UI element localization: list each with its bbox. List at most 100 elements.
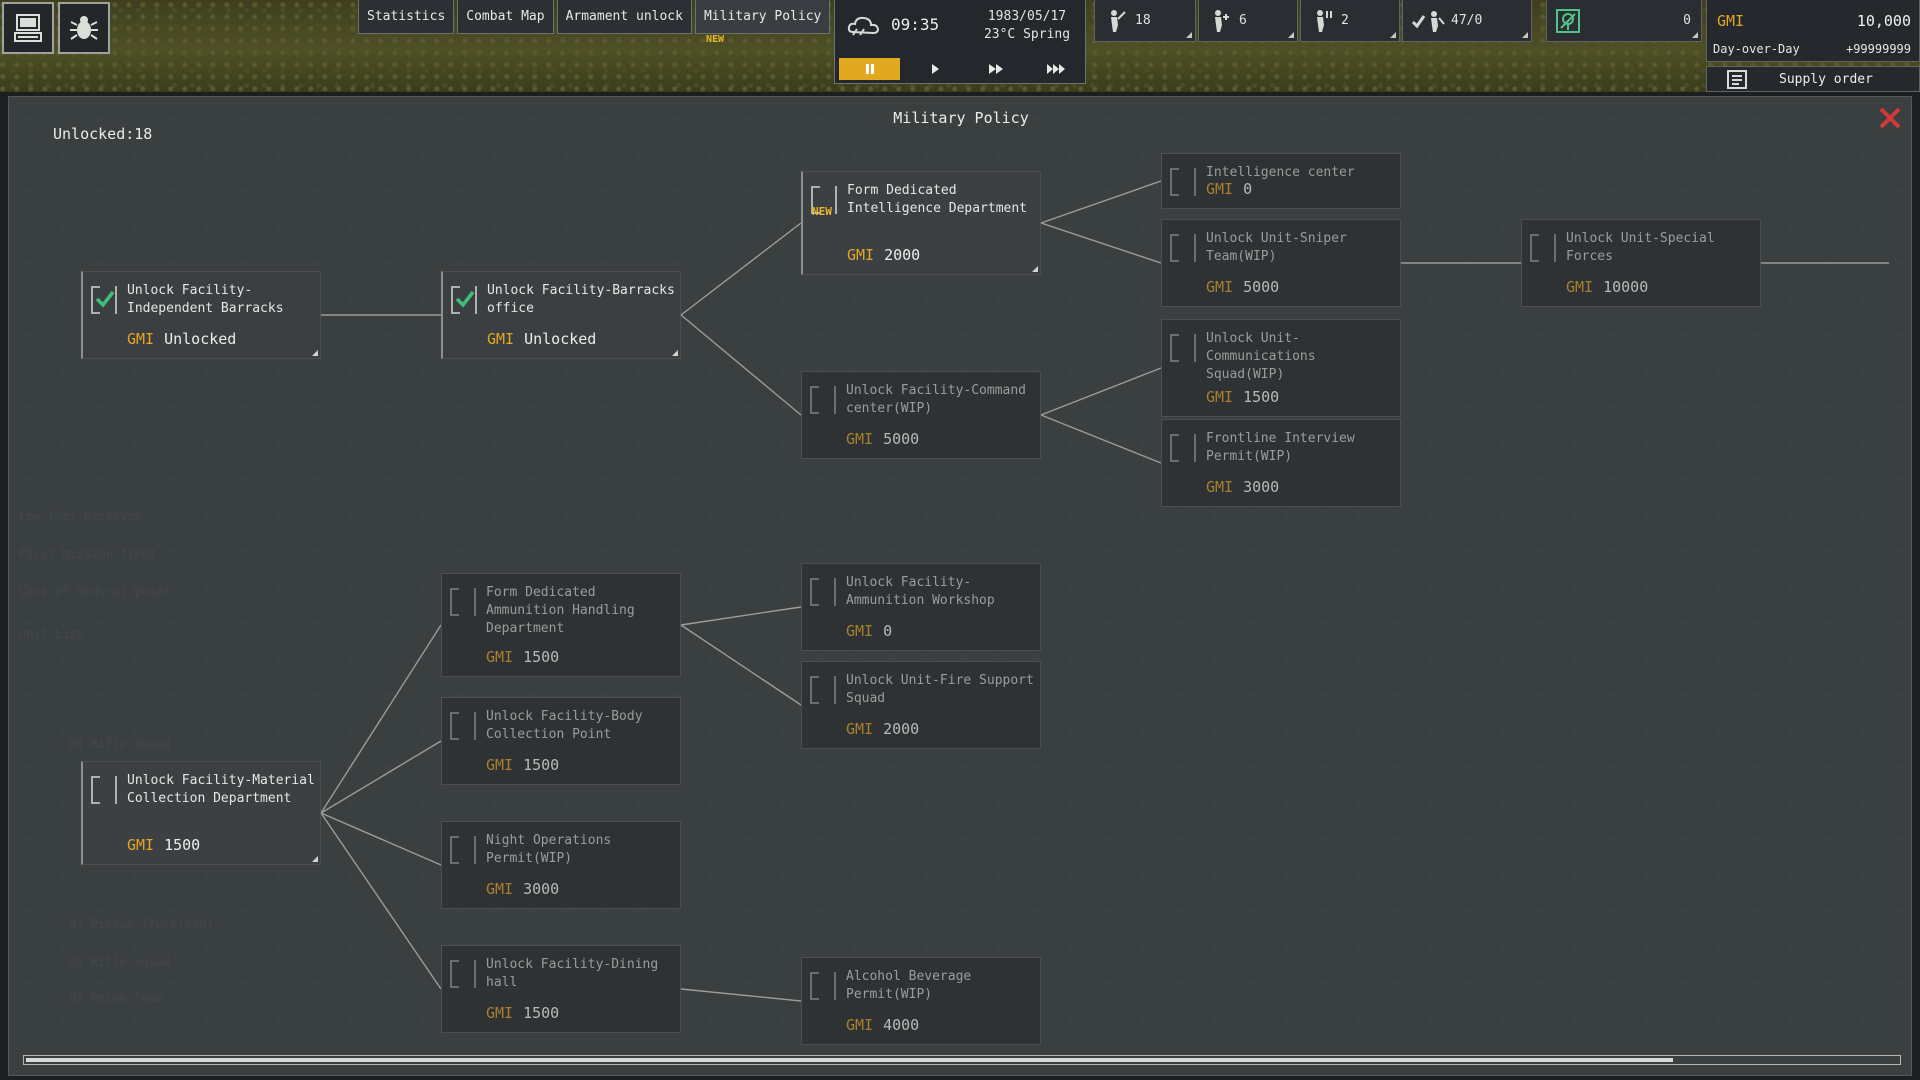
ghost-text: Unit List (19, 627, 84, 641)
policy-node[interactable]: Unlock Unit-Fire Support SquadGMI2000 (801, 661, 1041, 749)
checkbox-empty-icon (1530, 234, 1556, 262)
corner-indicator-icon (672, 350, 678, 356)
checkbox-empty-icon (810, 676, 836, 704)
policy-node[interactable]: Unlock Facility-Ammunition WorkshopGMI0 (801, 563, 1041, 651)
cost-value: 10000 (1603, 278, 1648, 296)
checkbox-empty-icon (450, 960, 476, 988)
military-policy-panel: Low fuel Reserves First mission fleet La… (8, 96, 1912, 1076)
policy-node[interactable]: Unlock Unit-Sniper Team(WIP)GMI5000 (1161, 219, 1401, 307)
policy-cost: GMI1500 (486, 1004, 559, 1022)
ghost-text: 01 Pickup Truck(Std) (69, 917, 214, 931)
policy-title: Form Dedicated Ammunition Handling Depar… (486, 584, 674, 638)
policy-cost: GMI1500 (127, 836, 200, 854)
cost-currency: GMI (486, 756, 513, 774)
policy-node[interactable]: Unlock Facility-Material Collection Depa… (81, 761, 321, 865)
tab-military-policy[interactable]: Military PolicyNEW (695, 0, 830, 34)
cost-value: 2000 (884, 246, 920, 264)
speed-controls (835, 56, 1087, 82)
policy-node[interactable]: Unlock Unit-Special ForcesGMI10000 (1521, 219, 1761, 307)
wounded-count[interactable]: 6 (1198, 0, 1298, 42)
policy-cost: GMI3000 (486, 880, 559, 898)
policy-node[interactable]: Unlock Facility-Command center(WIP) GMI 50… (801, 371, 1041, 459)
soldier-count[interactable]: 18 (1094, 0, 1196, 42)
policy-node[interactable]: Night Operations Permit(WIP)GMI3000 (441, 821, 681, 909)
map-marker-icon (1555, 8, 1581, 34)
weather-text: 23°C Spring (977, 26, 1077, 44)
policy-title: Unlock Facility-Ammunition Workshop (846, 574, 1034, 610)
policy-title: Frontline Interview Permit(WIP) (1206, 430, 1394, 466)
wounded-count-value: 6 (1239, 13, 1247, 28)
corner-indicator-icon (312, 350, 318, 356)
pause-button[interactable] (839, 58, 900, 80)
ghost-text: 01 Recon Team (69, 991, 163, 1005)
cost-value: 5000 (1243, 278, 1279, 296)
cost-currency: GMI (1206, 478, 1233, 496)
tab-statistics[interactable]: Statistics (358, 0, 454, 34)
new-badge: NEW (812, 205, 832, 218)
clipboard-icon (1725, 69, 1749, 89)
fast-forward-button[interactable] (965, 56, 1026, 82)
policy-title: Unlock Facility-Command center(WIP) (846, 382, 1034, 418)
cost-currency: GMI (846, 1016, 873, 1034)
cost-currency: GMI (1206, 388, 1233, 406)
map-marker-value: 0 (1683, 13, 1691, 28)
squad-count[interactable]: 2 (1300, 0, 1400, 42)
ghost-text: Low fuel Reserves (19, 509, 142, 523)
fastest-forward-button[interactable] (1026, 56, 1087, 82)
policy-cost: GMI1500 (1206, 388, 1279, 406)
cost-currency: GMI (487, 330, 514, 348)
policy-node[interactable]: NEWForm Dedicated Intelligence Departmen… (801, 171, 1041, 275)
policy-node[interactable]: Unlock Facility-Barracks officeGMIUnlock… (441, 271, 681, 359)
ghost-text: 01 Rifle Squad (69, 737, 170, 751)
map-marker-count[interactable]: 0 (1546, 0, 1702, 42)
bug-report-icon[interactable] (58, 2, 110, 54)
computer-terminal-icon[interactable] (2, 2, 54, 54)
cost-value: 3000 (523, 880, 559, 898)
close-icon (1877, 105, 1903, 131)
cost-value: 1500 (523, 648, 559, 666)
pause-icon (864, 63, 876, 75)
policy-title: Unlock Unit-Fire Support Squad (846, 672, 1034, 708)
close-button[interactable] (1877, 105, 1903, 131)
cost-currency: GMI (127, 330, 154, 348)
tab-combat-map[interactable]: Combat Map (457, 0, 553, 34)
policy-cost: GMI2000 (846, 720, 919, 738)
policy-node[interactable]: Unlock Facility-Dining hallGMI1500 (441, 945, 681, 1033)
policy-node[interactable]: Unlock Facility-Independent BarracksGMIU… (81, 271, 321, 359)
policy-node[interactable]: Alcohol Beverage Permit(WIP)GMI4000 (801, 957, 1041, 1045)
currency-panel: GMI 10,000 Day-over-Day +99999999 (1706, 0, 1920, 62)
scrollbar-thumb[interactable] (26, 1058, 1673, 1062)
ghost-text: 01 Rifle Squad (69, 955, 170, 969)
cost-currency: GMI (846, 720, 873, 738)
personnel-count[interactable]: 47/0 (1402, 0, 1532, 42)
policy-node[interactable]: Intelligence centerGMI0 (1161, 153, 1401, 209)
policy-title: Unlock Unit-Sniper Team(WIP) (1206, 230, 1394, 266)
checkbox-empty-icon (1170, 234, 1196, 262)
unlocked-count: Unlocked:18 (53, 125, 152, 143)
cost-currency: GMI (127, 836, 154, 854)
policy-title: Unlock Facility-Dining hall (486, 956, 674, 992)
supply-order-button[interactable]: Supply order (1706, 66, 1920, 92)
cost-value: 5000 (883, 430, 919, 448)
currency-label: GMI (1717, 12, 1744, 30)
play-button[interactable] (904, 56, 965, 82)
checkbox-empty-icon (450, 836, 476, 864)
ghost-text: Lack of medical point (19, 585, 171, 599)
checkbox-empty-icon (1170, 168, 1196, 196)
horizontal-scrollbar[interactable] (23, 1055, 1901, 1065)
policy-node[interactable]: Unlock Facility-Body Collection PointGMI… (441, 697, 681, 785)
cost-currency: GMI (846, 430, 873, 448)
policy-title: Unlock Unit-Communications Squad(WIP) (1206, 330, 1394, 384)
policy-node[interactable]: Form Dedicated Ammunition Handling Depar… (441, 573, 681, 677)
time-panel: 09:35 1983/05/17 23°C Spring (834, 0, 1086, 84)
currency-value: 10,000 (1857, 12, 1911, 30)
policy-cost: GMI 5000 (846, 430, 919, 448)
checkbox-empty-icon (91, 776, 117, 804)
policy-node[interactable]: Frontline Interview Permit(WIP)GMI3000 (1161, 419, 1401, 507)
checkbox-checked-icon (451, 286, 477, 314)
policy-node[interactable]: Unlock Unit-Communications Squad(WIP) GMI… (1161, 319, 1401, 417)
tab-armament-unlock[interactable]: Armament unlock (557, 0, 692, 34)
cost-value: 1500 (523, 1004, 559, 1022)
day-over-day-label: Day-over-Day (1713, 42, 1800, 56)
policy-title: Unlock Facility-Material Collection Depa… (127, 772, 315, 808)
